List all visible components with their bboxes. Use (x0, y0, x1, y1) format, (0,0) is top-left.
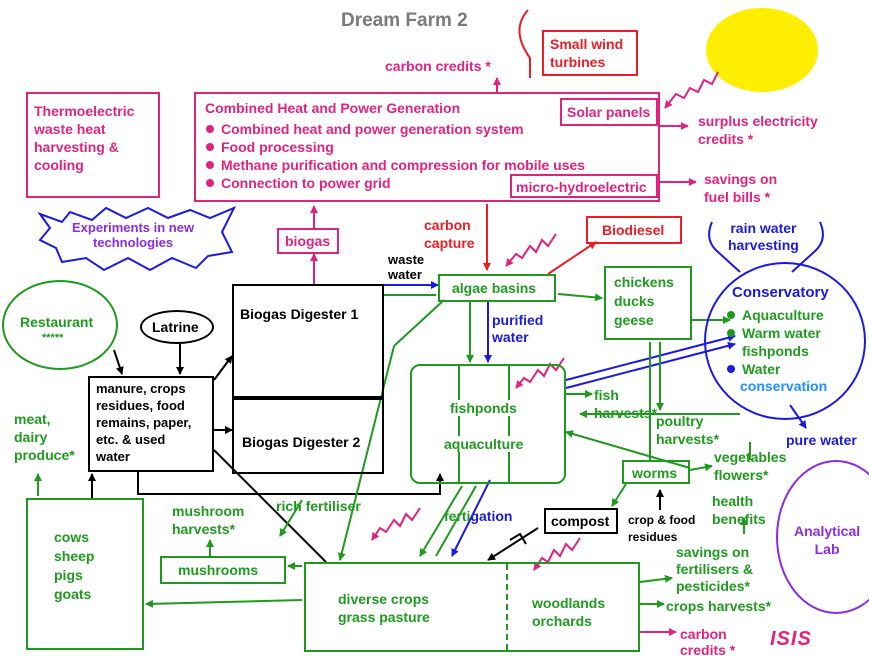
waste-water-label: waste water (388, 252, 425, 282)
chp-item: Methane purification and compression for… (205, 156, 585, 174)
carbon-credits-top: carbon credits * (385, 58, 491, 74)
experiments-burst (37, 206, 237, 272)
restaurant-circle: Restaurant ***** (2, 280, 118, 370)
chp-item: Food processing (205, 138, 585, 156)
latrine-oval: Latrine (140, 310, 214, 344)
chp-box: Combined Heat and Power Generation Combi… (194, 92, 660, 202)
biodiesel-label: Biodiesel (602, 222, 665, 238)
manure-box: manure, crops residues, food remains, pa… (88, 376, 214, 472)
algae-basins-box: algae basins (438, 274, 556, 302)
biogas-digester-1: Biogas Digester 1 (232, 284, 384, 398)
conservatory-circle: Conservatory Aquaculture Warm water fish… (704, 262, 866, 420)
conservatory-title: Conservatory (732, 284, 829, 301)
conservatory-last: conservation (740, 378, 828, 394)
meat-dairy-label: meat, dairy produce* (14, 411, 75, 463)
biogas-label: biogas (285, 233, 331, 249)
chp-item: Connection to power grid (205, 174, 585, 192)
manure-label: manure, crops residues, food remains, pa… (96, 381, 192, 464)
vegetables-label: vegetables flowers* (714, 449, 787, 483)
compost-label: compost (551, 513, 610, 529)
purified-water-label: purified water (492, 312, 544, 345)
fishponds-box: fishponds aquaculture (410, 364, 566, 484)
wind-turbines-box: Small wind turbines (542, 30, 638, 76)
fertigation-part-b: gation (470, 508, 513, 524)
rain-funnel (708, 221, 824, 273)
sun (706, 8, 818, 92)
health-benefits-label: health benefits (712, 493, 766, 527)
algae-basins-label: algae basins (452, 280, 537, 296)
chp-list: Combined heat and power generation syste… (205, 120, 585, 192)
chp-item: Combined heat and power generation syste… (205, 120, 585, 138)
mushrooms-label: mushrooms (178, 562, 259, 578)
fishponds-label: fishponds (448, 400, 519, 416)
diagram-title: Dream Farm 2 (341, 10, 468, 31)
biogas-digester-2: Biogas Digester 2 (232, 398, 384, 474)
fertigation-part-a: ferti (444, 508, 471, 524)
micro-hydro-label: micro-hydroelectric (516, 179, 647, 195)
conservatory-item: Aquaculture (726, 306, 824, 324)
surplus-electricity-label: surplus electricity credits * (698, 113, 818, 147)
sun-ray-crops (371, 507, 421, 541)
mushrooms-box: mushrooms (160, 556, 286, 584)
savings-fertilisers-label: savings on fertilisers & pesticides* (676, 544, 754, 594)
livestock-box: cows sheep pigs goats (26, 498, 144, 650)
sun-ray-algae (505, 233, 557, 267)
experiments-label: Experiments in new technologies (72, 220, 195, 250)
conservatory-list: Aquaculture Warm water fishponds Water (726, 306, 824, 378)
sun-ray-woodlands (533, 537, 581, 571)
conservatory-item: Warm water fishponds (726, 324, 824, 360)
mushroom-harvests-label: mushroom harvests* (172, 503, 245, 537)
aquaculture-label: aquaculture (442, 436, 526, 452)
restaurant-stars: ***** (42, 332, 64, 344)
wind-turbines-label: Small wind turbines (550, 36, 624, 70)
diverse-crops-label: diverse crops grass pasture (338, 591, 430, 625)
fish-harvests-label: fish harvests* (594, 387, 658, 421)
analytical-lab-label: Analytical Lab (794, 523, 861, 557)
thermoelectric-label: Thermoelectric waste heat harvesting & c… (34, 103, 135, 173)
chp-heading: Combined Heat and Power Generation (205, 100, 461, 116)
digester-2-label: Biogas Digester 2 (242, 434, 361, 450)
fertigation-label: fertigation (444, 508, 512, 524)
crops-harvests-label: crops harvests* (666, 598, 772, 614)
savings-fuel-label: savings on fuel bills * (704, 171, 778, 205)
conservatory-item: Water (726, 360, 824, 378)
sun-ray-fishponds (515, 357, 565, 389)
digester-1-label: Biogas Digester 1 (240, 306, 359, 322)
crop-food-residues-label: crop & food residues (628, 513, 696, 544)
carbon-credits-bottom: carbon credits * (680, 626, 736, 658)
restaurant-label: Restaurant (20, 314, 94, 330)
worms-label: worms (632, 465, 678, 481)
pure-water-label: pure water (786, 432, 857, 448)
solar-panels-box: Solar panels (560, 98, 658, 126)
micro-hydro-box: micro-hydroelectric (510, 174, 658, 198)
biogas-box: biogas (277, 228, 339, 254)
livestock-label: cows sheep pigs goats (54, 529, 95, 602)
fishpond-divider (458, 366, 460, 482)
compost-box: compost (544, 508, 618, 534)
poultry-label: chickens ducks geese (614, 274, 674, 328)
isis-logo: ISIS (770, 628, 812, 650)
poultry-box: chickens ducks geese (604, 266, 692, 340)
fishpond-divider (508, 366, 510, 482)
rich-fertiliser-label: rich fertiliser (276, 498, 361, 514)
carbon-capture-label: carbon capture (424, 217, 475, 251)
fields-box: diverse crops grass pasture woodlands or… (304, 562, 640, 652)
thermoelectric-box: Thermoelectric waste heat harvesting & c… (26, 92, 160, 198)
latrine-label: Latrine (152, 319, 199, 335)
solar-panels-label: Solar panels (567, 104, 651, 120)
sun-ray-solar (664, 71, 719, 109)
worms-box: worms (622, 460, 690, 484)
biodiesel-box: Biodiesel (586, 216, 682, 244)
wind-turbine-blade (518, 9, 531, 78)
rain-water-label: rain water harvesting (728, 220, 799, 253)
woodlands-label: woodlands orchards (532, 595, 606, 629)
fields-divider (506, 564, 508, 650)
poultry-harvests-label: poultry harvests* (656, 413, 720, 447)
